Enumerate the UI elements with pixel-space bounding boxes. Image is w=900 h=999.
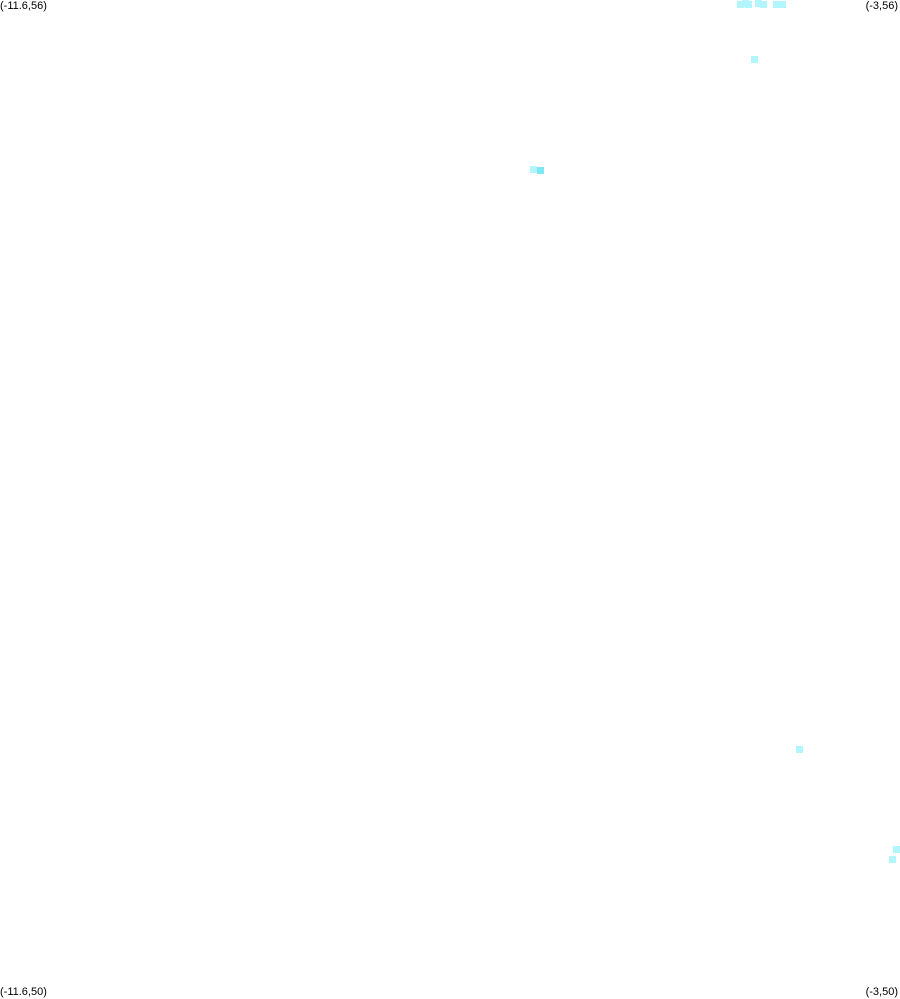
data-cell-3 <box>745 1 752 8</box>
data-cell-9 <box>530 166 537 173</box>
data-cell-7 <box>779 1 786 8</box>
data-cell-5 <box>760 1 767 8</box>
data-cell-10 <box>537 167 544 174</box>
corner-label-bottom-left: (-11.6,50) <box>0 986 47 998</box>
corner-label-bottom-right: (-3,50) <box>865 986 898 998</box>
corner-label-top-right: (-3,56) <box>865 0 898 12</box>
data-cell-4 <box>755 0 762 7</box>
data-cell-11 <box>796 746 803 753</box>
data-cell-6 <box>773 1 780 8</box>
data-cell-8 <box>751 56 758 63</box>
corner-label-top-left: (-11.6,56) <box>0 0 47 12</box>
data-cell-12 <box>889 856 896 863</box>
data-cell-1 <box>737 1 744 8</box>
data-cell-13 <box>893 846 900 853</box>
